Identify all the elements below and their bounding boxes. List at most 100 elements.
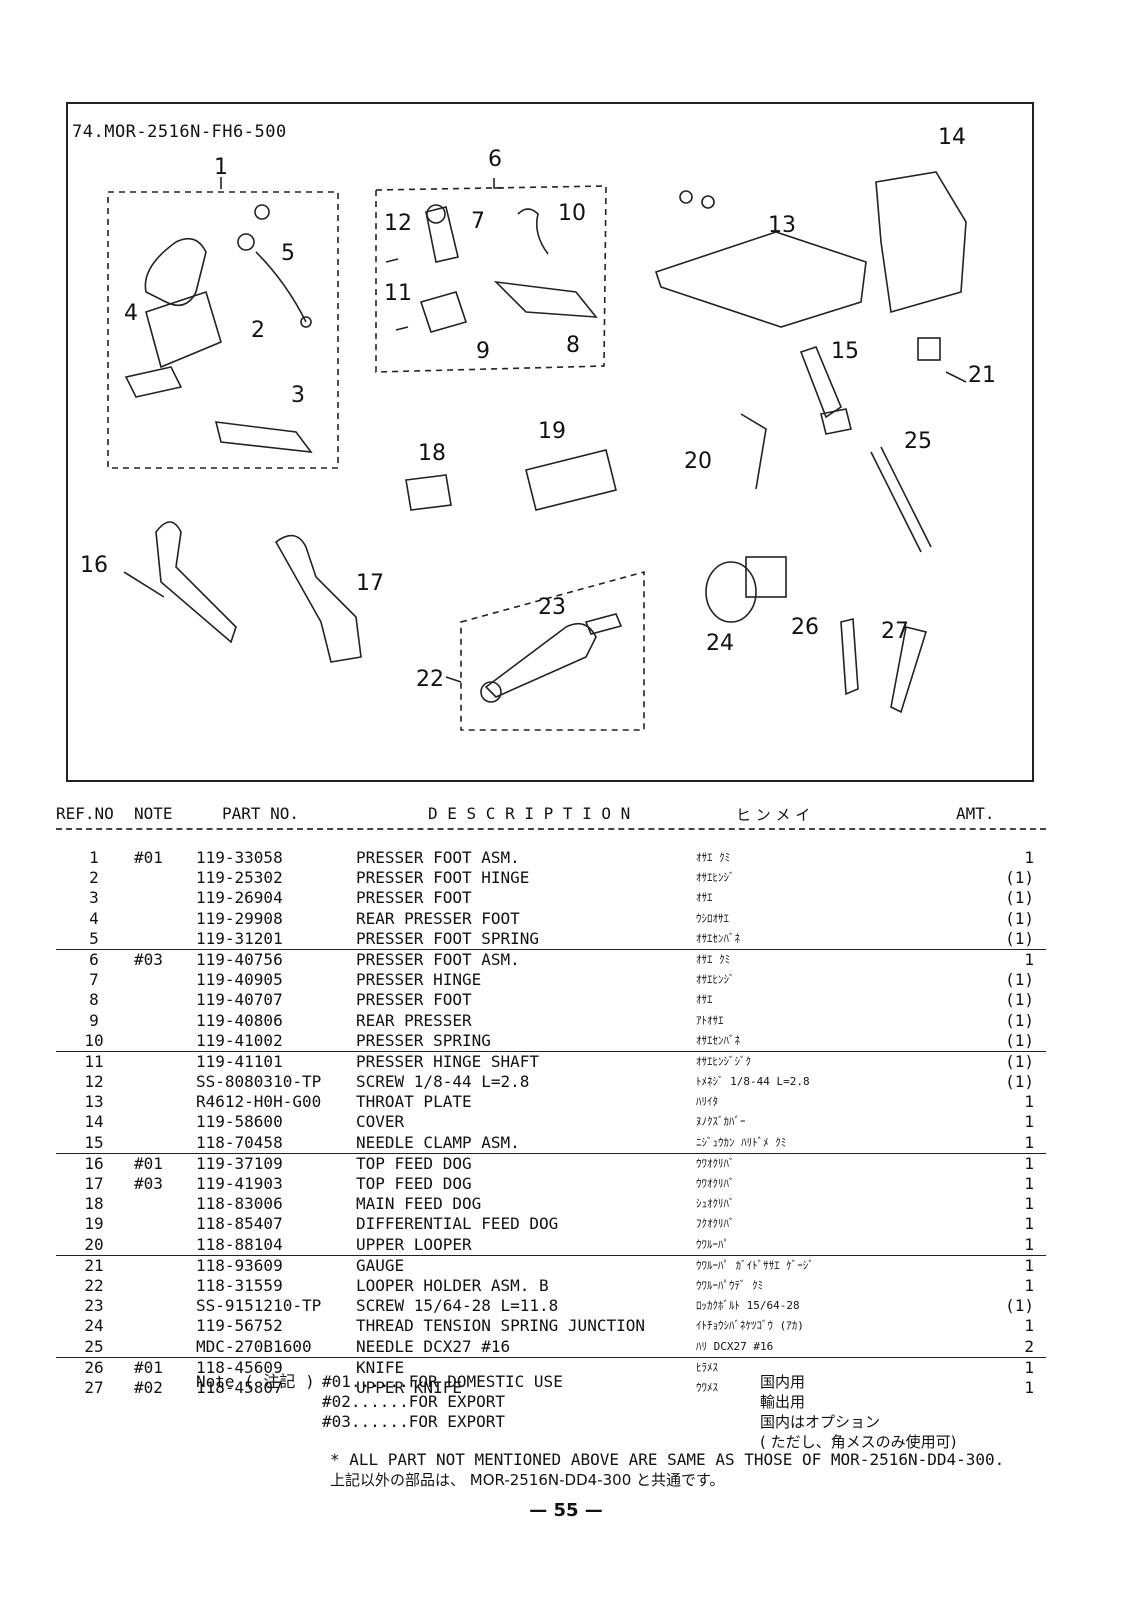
cell-amt: (1) <box>1005 928 1034 948</box>
cell-part: MDC-270B1600 <box>196 1336 312 1356</box>
cell-ref: 24 <box>84 1316 104 1336</box>
cell-part: 119-25302 <box>196 868 283 888</box>
cell-kana: ｵｻｴﾋﾝｼﾞ <box>696 871 735 885</box>
header-kana: ヒ ン メ イ <box>736 806 811 824</box>
cell-part: 119-40905 <box>196 970 283 990</box>
cell-amt: (1) <box>1005 1072 1034 1092</box>
footer-note: * ALL PART NOT MENTIONED ABOVE ARE SAME … <box>330 1450 1004 1490</box>
note-code: #02......FOR EXPORT <box>322 1392 506 1411</box>
cell-ref: 21 <box>84 1255 104 1275</box>
cell-amt: 1 <box>1024 1092 1034 1112</box>
cell-amt: 1 <box>1024 848 1034 867</box>
cell-desc: GAUGE <box>356 1255 405 1275</box>
cell-desc: TOP FEED DOG <box>356 1174 472 1193</box>
cell-amt: 1 <box>1024 1234 1034 1254</box>
cell-kana: ｳﾜｵｸﾘﾊﾞ <box>696 1156 735 1170</box>
cell-desc: DIFFERENTIAL FEED DOG <box>356 1214 559 1234</box>
cell-desc: THREAD TENSION SPRING JUNCTION <box>356 1316 645 1336</box>
callout-17: 17 <box>356 571 384 596</box>
cell-amt: 1 <box>1024 1132 1034 1152</box>
cell-part: 119-40707 <box>196 990 283 1010</box>
cell-kana: ｳﾜﾙｰﾊﾟ <box>696 1237 729 1251</box>
cell-kana: ｵｻｴｾﾝﾊﾞﾈ <box>696 931 740 945</box>
cell-part: 118-31559 <box>196 1275 283 1295</box>
cell-kana: ｳﾜﾙｰﾊﾟ ｶﾞｲﾄﾞｻｻｴ ｹﾞｰｼﾞ <box>696 1258 814 1272</box>
cell-amt: (1) <box>1005 908 1034 928</box>
callout-15: 15 <box>831 339 859 364</box>
cell-ref: 19 <box>84 1214 104 1234</box>
cell-kana: ﾊﾘ DCX27 #16 <box>696 1339 774 1353</box>
cell-kana: ﾛｯｶｸﾎﾞﾙﾄ 15/64-28 <box>696 1299 800 1313</box>
footer-line-1: * ALL PART NOT MENTIONED ABOVE ARE SAME … <box>330 1450 1005 1469</box>
cell-desc: PRESSER FOOT HINGE <box>356 868 530 888</box>
cell-desc: THROAT PLATE <box>356 1092 472 1112</box>
cell-desc: PRESSER SPRING <box>356 1030 491 1050</box>
header-desc: D E S C R I P T I O N <box>428 804 631 823</box>
callout-18: 18 <box>418 441 446 466</box>
note-jp: 国内用 <box>760 1373 806 1391</box>
cell-ref: 16 <box>84 1153 104 1173</box>
note-line: #02......FOR EXPORT 輸出用 <box>196 1392 1056 1412</box>
cell-amt: 1 <box>1024 1357 1034 1377</box>
cell-part: 119-33058 <box>196 848 283 867</box>
note-line: Note ( 注記 ) #01......FOR DOMESTIC USE 国内… <box>196 1372 1056 1392</box>
cell-part: 119-41101 <box>196 1051 283 1071</box>
callout-26: 26 <box>791 615 819 640</box>
page-number: — 55 — <box>529 1500 603 1521</box>
cell-ref: 23 <box>84 1296 104 1316</box>
cell-kana: ｵｻｴ <box>696 993 713 1007</box>
diagram-title: 74.MOR-2516N-FH6-500 <box>72 122 287 142</box>
callout-21: 21 <box>968 363 996 388</box>
cell-part: 118-70458 <box>196 1132 283 1152</box>
cell-part: 119-40806 <box>196 1010 283 1030</box>
cell-part: 119-26904 <box>196 888 283 908</box>
cell-amt: (1) <box>1005 990 1034 1010</box>
callout-3: 3 <box>291 383 305 408</box>
group-box-1 <box>107 191 339 469</box>
cell-desc: NEEDLE CLAMP ASM. <box>356 1132 520 1152</box>
cell-ref: 10 <box>84 1030 104 1050</box>
cell-amt: (1) <box>1005 1030 1034 1050</box>
note-jp: 国内はオプション <box>760 1413 881 1431</box>
cell-kana: ｳｼﾛｵｻｴ <box>696 911 729 925</box>
callout-11: 11 <box>384 281 412 306</box>
cell-amt: 1 <box>1024 1194 1034 1214</box>
cell-part: SS-9151210-TP <box>196 1296 322 1316</box>
cell-kana: ｲﾄﾁｮｳｼﾊﾞﾈｹﾂｺﾞｳ (ｱｶ) <box>696 1319 804 1333</box>
cell-desc: UPPER LOOPER <box>356 1234 472 1254</box>
cell-amt: 1 <box>1024 1316 1034 1336</box>
note-extra-jp: ( ただし、角メスのみ使用可) <box>760 1433 957 1451</box>
callout-16: 16 <box>80 553 108 578</box>
note-jp: 輸出用 <box>760 1393 806 1411</box>
note-code: #01......FOR DOMESTIC USE <box>322 1372 563 1391</box>
cell-desc: PRESSER HINGE <box>356 970 482 990</box>
cell-kana: ｱﾄｵｻｴ <box>696 1013 724 1027</box>
cell-part: 119-40756 <box>196 949 283 969</box>
cell-ref: 3 <box>89 888 99 908</box>
cell-part: 119-41903 <box>196 1174 283 1193</box>
cell-note: #01 <box>134 1153 163 1173</box>
cell-ref: 17 <box>84 1174 104 1193</box>
cell-desc: KNIFE <box>356 1357 405 1377</box>
callout-5: 5 <box>281 241 295 266</box>
cell-amt: 1 <box>1024 1377 1034 1397</box>
cell-kana: ｳﾜﾒｽ <box>696 1380 718 1394</box>
cell-ref: 22 <box>84 1275 104 1295</box>
cell-amt: 1 <box>1024 1275 1034 1295</box>
cell-desc: TOP FEED DOG <box>356 1153 472 1173</box>
cell-part: 119-29908 <box>196 908 283 928</box>
callout-10: 10 <box>558 201 586 226</box>
callout-2: 2 <box>251 318 265 343</box>
